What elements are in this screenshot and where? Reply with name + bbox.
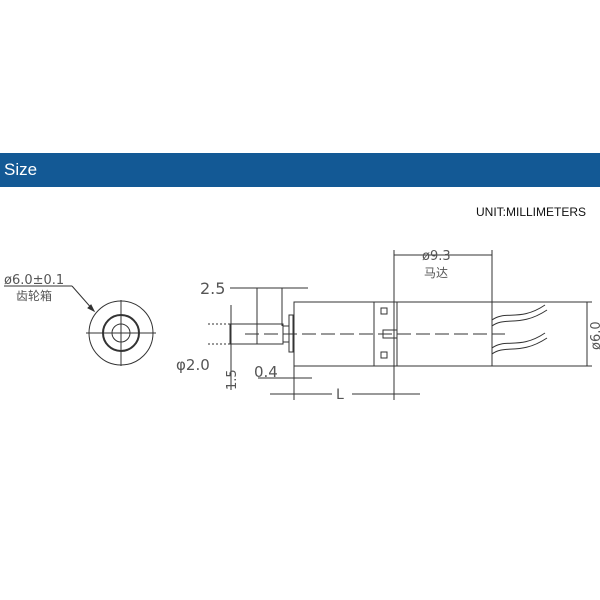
section-title: Size: [4, 160, 38, 179]
shaft-diameter: φ2.0: [176, 356, 210, 374]
arrowhead: [87, 304, 96, 313]
terminal-bottom: [380, 351, 388, 359]
lead-wires: [491, 304, 548, 355]
motor-diameter: ø9.3: [422, 249, 451, 264]
gearbox-length: L: [336, 387, 344, 403]
unit-label: UNIT:MILLIMETERS: [475, 205, 586, 219]
flat-depth: 1.5: [225, 369, 240, 390]
flange-thickness: 0.4: [254, 363, 278, 381]
motor-label: 马达: [424, 266, 448, 280]
gearbox-label: 齿轮箱: [16, 288, 52, 303]
end-view: ø6.0±0.1 齿轮箱: [4, 273, 156, 366]
side-view: ø9.3 马达 ø6.0 2.5 φ2.0 1.5 0.4 L: [176, 249, 600, 403]
end-view-diameter: ø6.0±0.1: [4, 273, 64, 288]
terminal-top: [380, 307, 388, 315]
label-bg: [332, 386, 352, 400]
shaft-length: 2.5: [200, 279, 225, 298]
body-diameter: ø6.0: [589, 321, 600, 350]
section-header: Size: [0, 153, 600, 187]
